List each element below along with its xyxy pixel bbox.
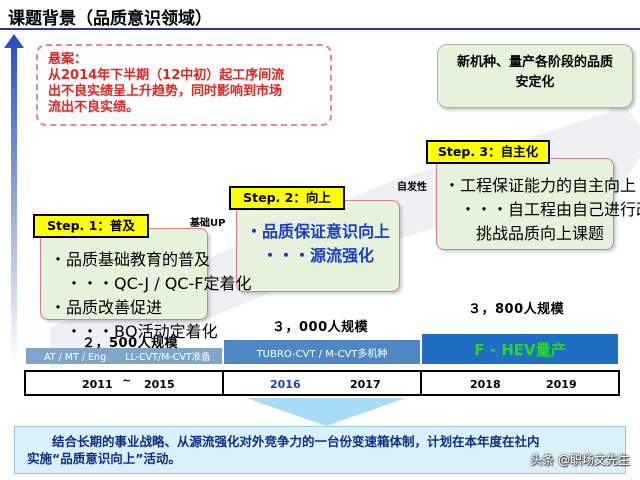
product-band-3-text: F - HEV量产 [474, 340, 566, 359]
product-band-3: F - HEV量产 [422, 334, 618, 364]
goal-line: 安定化 [515, 75, 555, 90]
timeline-separator [420, 372, 422, 394]
issue-line: 从2014年下半期（12中初）起工序间流 [48, 68, 285, 83]
step-1-line: ・品质基础教育的普及 [50, 250, 211, 269]
scale-label-1: ２，500人规模 [82, 336, 179, 351]
step-2-content: ・品质保证意识向上 ・・・源流强化 [246, 218, 390, 266]
page-title: 课题背景（品质意识领域） [8, 9, 212, 29]
step-3-line: ・・・自工程由自己进行改善 [460, 200, 640, 219]
title-underline [0, 28, 640, 30]
edge-label-step1-step2: 基础UP [190, 218, 226, 229]
summary-line: 实施“品质意识向上”活动。 [27, 451, 181, 466]
step-3-line: ・工程保证能力的自主向上 [444, 176, 637, 195]
vertical-axis-arrow [4, 34, 24, 364]
timeline-bar [24, 370, 620, 396]
step-1-line: ・品质改善促进 [50, 298, 163, 317]
watermark: 头条 @职场文先生 [530, 453, 630, 467]
summary-box: 结合长期的事业战略、从源流强化对外竞争力的一台份变速箱体制，计划在本年度在社内 … [14, 426, 626, 474]
step-1-content: ・品质基础教育的普及 ・・・QC-J / QC-F定着化 ・品质改善促进 ・・・… [50, 246, 251, 342]
step-3-line: 挑战品质向上课题 [444, 224, 605, 243]
edge-label-step2-step3: 自发性 [397, 182, 427, 193]
issue-line: 出不良实绩呈上升趋势，同时影响到市场 [48, 84, 283, 99]
scale-label-3: ３，800人规模 [468, 302, 565, 317]
down-arrow [246, 398, 406, 426]
year-tilde: ~ [122, 374, 132, 387]
summary-line: 结合长期的事业战略、从源流强化对外竞争力的一台份变速箱体制，计划在本年度在社内 [27, 434, 540, 449]
year-2016: 2016 [270, 378, 301, 391]
year-2017: 2017 [350, 378, 381, 391]
year-2018: 2018 [470, 378, 501, 391]
product-band-1: AT / MT / Eng LL-CVT/M-CVT准备 [26, 348, 222, 364]
step-2-line: ・・・源流强化 [246, 246, 375, 265]
scale-label-2: ３，000人规模 [272, 320, 369, 335]
year-2015: 2015 [144, 378, 175, 391]
issue-box: 悬案： 从2014年下半期（12中初）起工序间流 出不良实绩呈上升趋势，同时影响… [36, 44, 332, 126]
goal-line: 新机种、量产各阶段的品质 [456, 55, 613, 70]
step-3-box [436, 158, 614, 250]
timeline-separator [222, 372, 224, 394]
step-2-line: ・品质保证意识向上 [246, 222, 391, 241]
step-3-label: Step. 3：自主化 [426, 140, 550, 164]
step-2-label: Step. 2：向上 [229, 186, 345, 210]
step-1-box [40, 228, 208, 320]
year-2019: 2019 [546, 378, 577, 391]
step-1-line: ・・・BQ活动定着化 [50, 322, 218, 341]
product-band-2-text: TUBRO-CVT / M-CVT多机种 [256, 348, 388, 360]
issue-heading: 悬案： [48, 52, 88, 67]
product-band-2: TUBRO-CVT / M-CVT多机种 [224, 340, 420, 364]
step-1-line: ・・・QC-J / QC-F定着化 [50, 274, 252, 293]
goal-box: 新机种、量产各阶段的品质 安定化 [437, 44, 633, 108]
product-band-1-text: AT / MT / Eng LL-CVT/M-CVT准备 [44, 352, 211, 363]
issue-line: 流出不良实绩。 [48, 100, 140, 115]
step-1-label: Step. 1：普及 [33, 214, 149, 238]
year-2011: 2011 [82, 378, 113, 391]
step-2-box [236, 200, 400, 292]
step-3-content: ・工程保证能力的自主向上 ・・・自工程由自己进行改善 挑战品质向上课题 [444, 172, 640, 244]
